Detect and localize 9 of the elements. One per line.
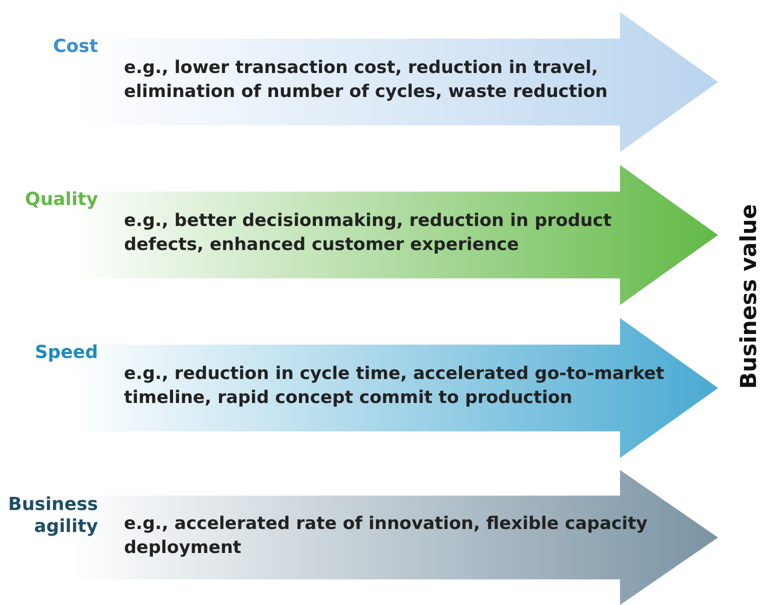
example-text: e.g., lower transaction cost, reduction in travel, elimination of number of cycles, waste reduction bbox=[124, 57, 609, 104]
category-heading: Quality bbox=[24, 189, 98, 211]
axis-label: Business value bbox=[736, 204, 762, 388]
category-heading: Cost bbox=[52, 36, 98, 58]
example-text: e.g., reduction in cycle time, accelerated go-to-market timeline, rapid concept commit to production bbox=[124, 363, 666, 410]
category-heading: Speed bbox=[34, 342, 98, 364]
example-text: e.g., better decisionmaking, reduction in product defects, enhanced customer experience bbox=[124, 210, 612, 257]
example-text: e.g., accelerated rate of innovation, flexible capacity deployment bbox=[124, 512, 649, 560]
category-heading: Business agility bbox=[7, 494, 98, 538]
